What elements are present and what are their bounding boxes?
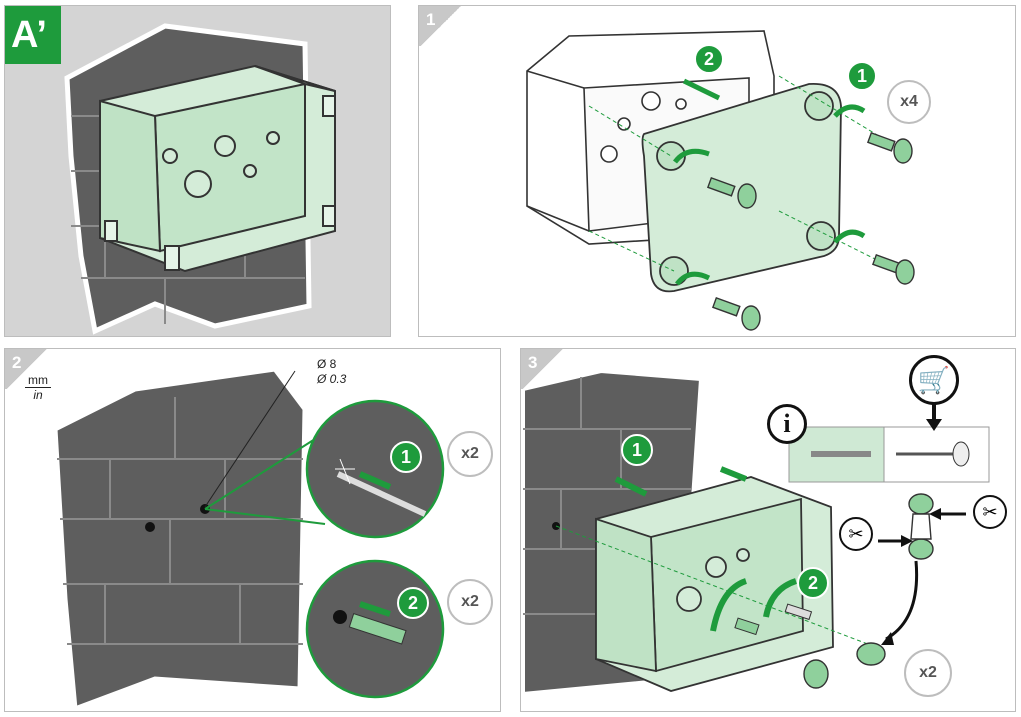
screws [706,131,915,331]
zoom-drill [204,399,445,539]
panel-a-prime: A’ [4,5,391,337]
caps [803,493,934,689]
mount-box-illustration [521,368,990,697]
info-icon: i [767,404,807,444]
unit-in: in [33,388,43,402]
panel-3-tag: 3 [521,349,565,389]
unit-mm: mm [25,373,51,388]
quantity-badge-1: x2 [447,431,493,477]
zoom-plug [305,559,445,699]
panel-a-prime-tag: A’ [5,6,61,64]
step-2-badge: 2 [694,44,724,74]
diameter-mm: Ø 8 [317,357,337,371]
cart-icon: 🛒 [909,355,959,405]
drill-diameter: Ø 8 Ø 0.3 [317,357,346,387]
quantity-badge-2: x2 [447,579,493,625]
unit-label: mm in [25,373,51,402]
step-2-badge: 2 [797,567,829,599]
panel-1-tag: 1 [419,6,463,46]
panel-2: 2 mm in Ø 8 Ø 0.3 1 2 x2 x2 [4,348,501,712]
cutter-icon: ✂ [839,517,873,551]
anchor-detail [788,426,990,483]
step-1-badge: 1 [847,61,877,91]
step-1-badge: 1 [621,434,653,466]
quantity-badge: x2 [904,649,952,697]
step-2-badge: 2 [397,587,429,619]
junction-box [595,476,834,692]
lid-screws-illustration [526,30,915,331]
panel-1: 1 1 2 x4 [418,5,1016,337]
panel-3: 3 i 🛒 ✂ ✂ 1 2 x2 [520,348,1016,712]
diameter-in: Ø 0.3 [317,372,347,386]
cutter-icon: ✂ [973,495,1007,529]
wall-box-illustration [64,23,336,335]
panel-2-tag: 2 [5,349,49,389]
junction-box [99,64,336,273]
step-1-badge: 1 [390,441,422,473]
quantity-badge: x4 [887,80,931,124]
drill-wall-illustration [52,366,445,711]
